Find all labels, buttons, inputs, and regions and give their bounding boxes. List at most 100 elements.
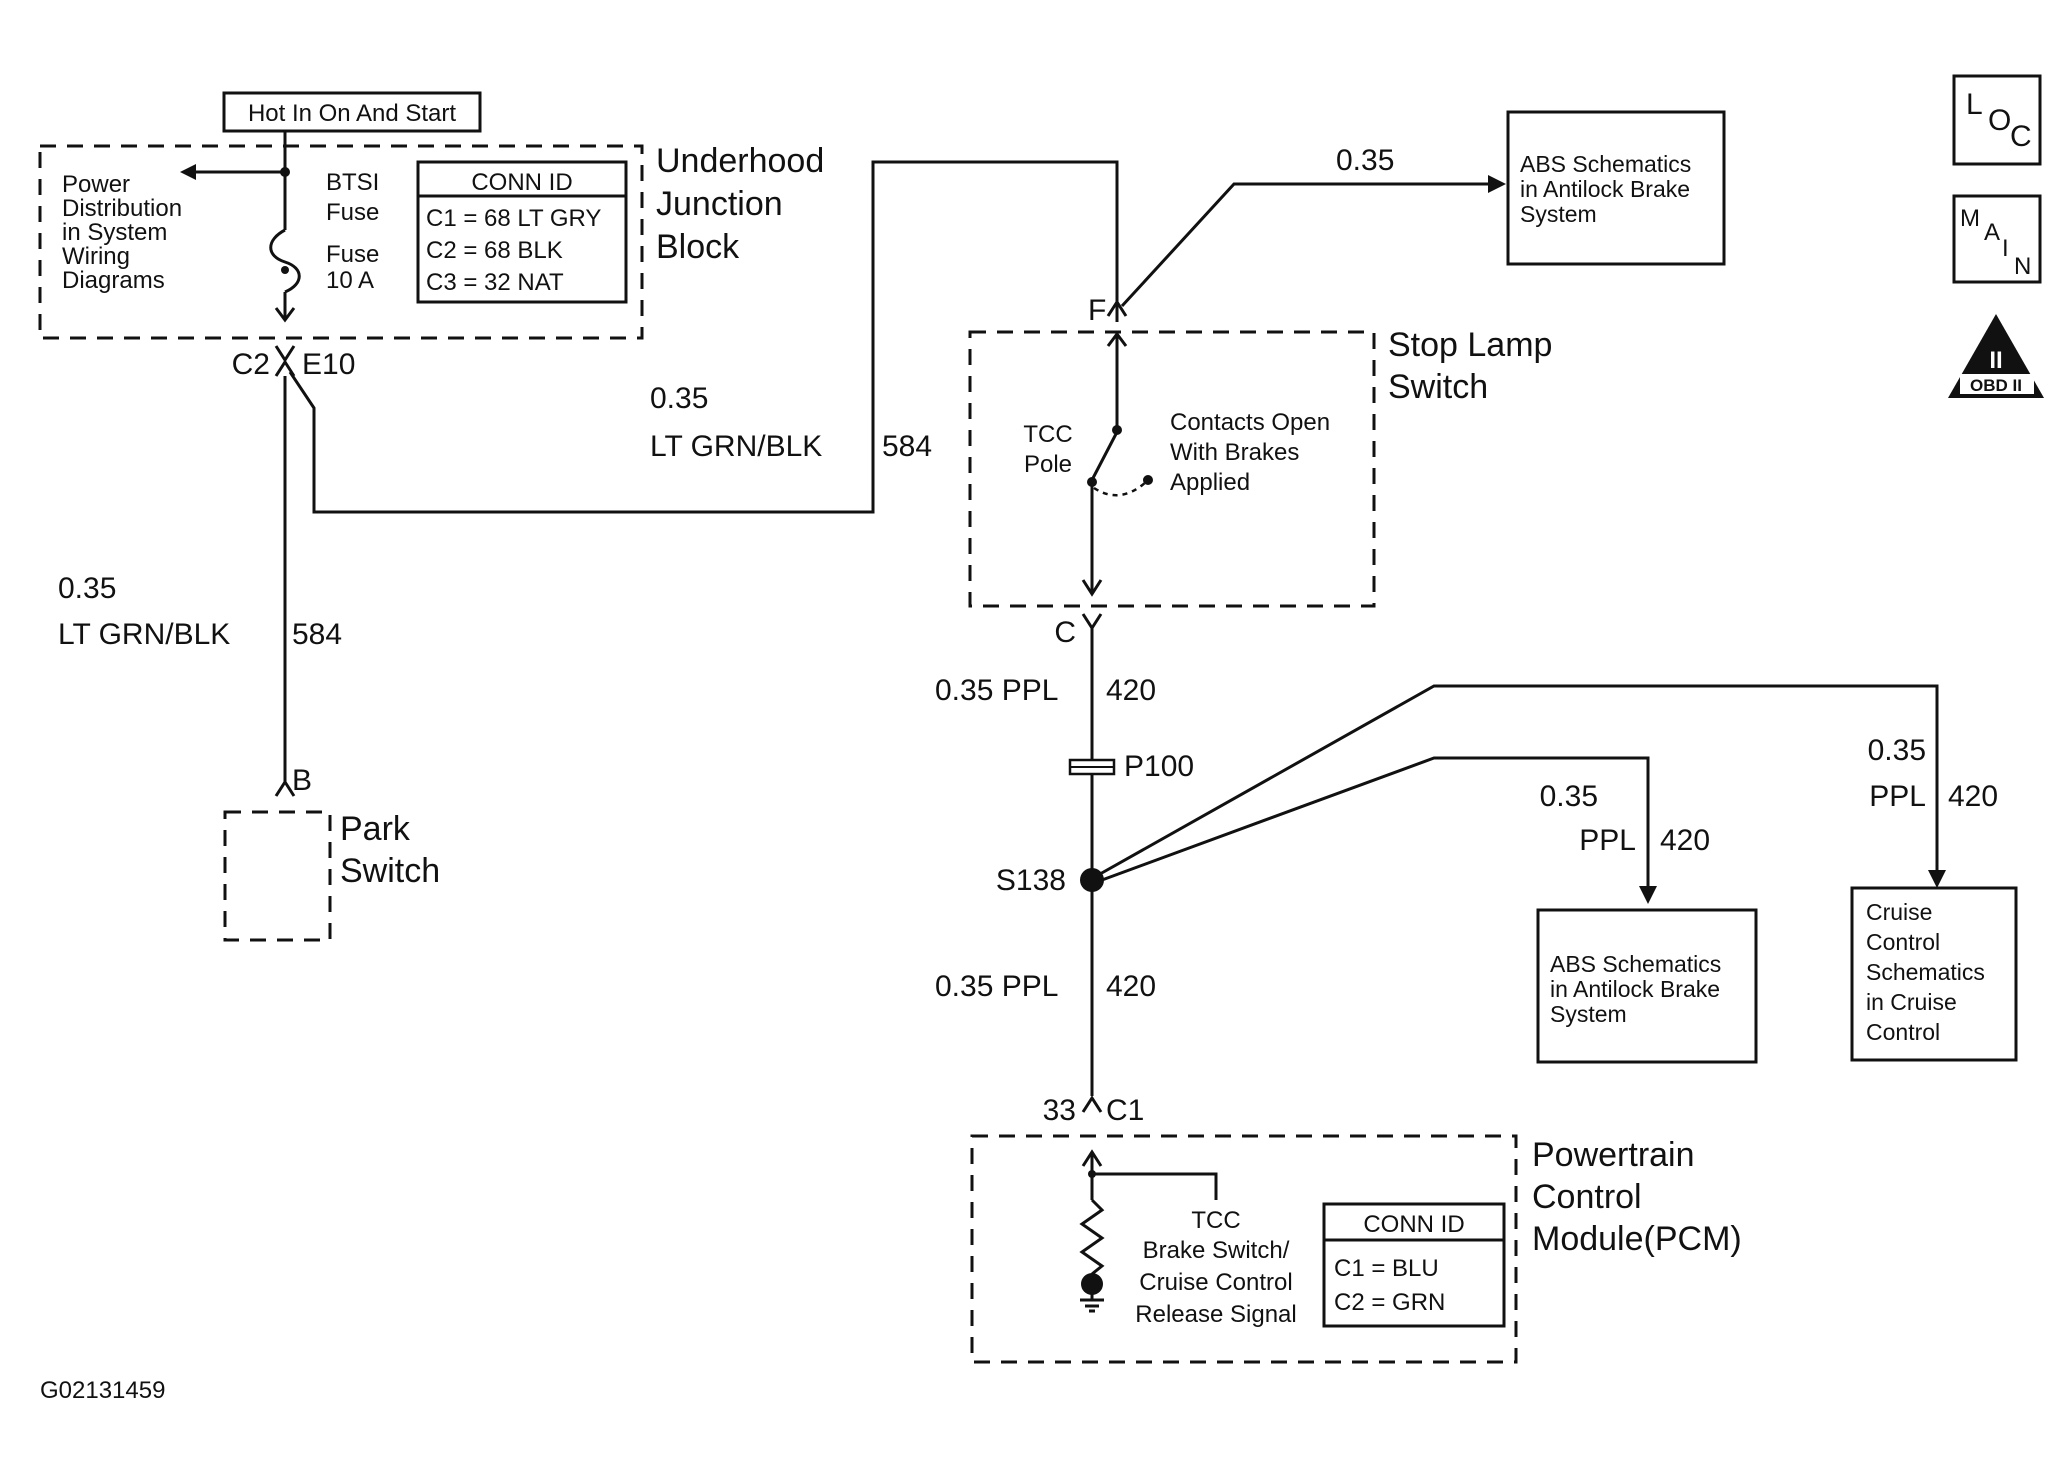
underhood-conn-row-1: C1 = 68 LT GRY — [426, 205, 601, 232]
s138-label: S138 — [996, 864, 1066, 897]
stop-lamp-name-2: Switch — [1388, 368, 1488, 406]
wire-c-p100-label: 0.35 PPL — [935, 674, 1058, 707]
main-icon[interactable]: M A I N — [1952, 194, 2042, 284]
wire-s138-pcm-label: 0.35 PPL — [935, 970, 1058, 1003]
cruise-circuit: 420 — [1948, 780, 1998, 813]
wire-to-abs-top — [1120, 182, 1492, 308]
pcm-resistor — [1079, 1198, 1105, 1276]
abs-lower-gauge: 0.35 — [1540, 780, 1598, 813]
cruise-control-box — [1850, 886, 2018, 1062]
power-distribution-text-4: Wiring — [62, 243, 130, 270]
cruise-text-1: Cruise — [1866, 899, 1932, 925]
power-source-label: Hot In On And Start — [248, 100, 456, 127]
stop-lamp-name-1: Stop Lamp — [1388, 326, 1552, 364]
svg-text:O: O — [1988, 104, 2011, 137]
cruise-color: PPL — [1869, 780, 1926, 813]
pcm-name-3: Module(PCM) — [1532, 1220, 1742, 1258]
wire-to-cruise — [1099, 684, 1939, 876]
underhood-connector: C2 — [232, 348, 270, 381]
stop-lamp-pin-top: F — [1088, 294, 1106, 327]
contacts-label-1: Contacts Open — [1170, 409, 1330, 436]
wire-left-gauge: 0.35 — [58, 572, 116, 605]
underhood-conn-row-2: C2 = 68 BLK — [426, 237, 563, 264]
wire-left-color: LT GRN/BLK — [58, 618, 230, 651]
abs-lower-box — [1536, 908, 1758, 1064]
p100-label: P100 — [1124, 750, 1194, 783]
underhood-conn-id-title: CONN ID — [471, 169, 572, 196]
park-switch-name-2: Switch — [340, 852, 440, 890]
pcm-signal-leader — [1092, 1172, 1218, 1200]
pcm-connector: C1 — [1106, 1094, 1144, 1127]
pcm-signal-label-2: Brake Switch/ — [1143, 1237, 1290, 1264]
underhood-block-name-2: Junction — [656, 185, 783, 223]
tcc-pole-label-1: TCC — [1023, 421, 1072, 448]
power-distribution-arrow — [180, 164, 196, 180]
s138-splice — [1080, 868, 1104, 892]
wire-left-circuit: 584 — [292, 618, 342, 651]
power-distribution-text-2: Distribution — [62, 195, 182, 222]
obd-ii-icon[interactable]: II OBD II — [1948, 314, 2044, 398]
pcm-conn-id-table — [1322, 1202, 1506, 1328]
switch-blade — [1090, 431, 1119, 481]
cruise-text-5: Control — [1866, 1019, 1940, 1045]
pcm-signal-label-3: Cruise Control — [1139, 1269, 1292, 1296]
cruise-text-3: Schematics — [1866, 959, 1985, 985]
underhood-junction-block-outline — [38, 144, 644, 340]
svg-text:I: I — [2002, 235, 2009, 262]
abs-lower-text-2: in Antilock Brake — [1550, 976, 1720, 1002]
power-distribution-text-3: in System — [62, 219, 167, 246]
switch-actuator-dotted — [1093, 481, 1147, 497]
contacts-label-3: Applied — [1170, 469, 1250, 496]
c2-e10-connector-symbol — [274, 345, 296, 363]
abs-lower-circuit: 420 — [1660, 824, 1710, 857]
pcm-connector-symbol — [1081, 1095, 1103, 1113]
pcm-ground-node — [1081, 1273, 1103, 1295]
cruise-text-4: in Cruise — [1866, 989, 1957, 1015]
switch-pivot — [1087, 477, 1097, 487]
pcm-name-1: Powertrain — [1532, 1136, 1695, 1174]
fuse-name: BTSI — [326, 169, 379, 196]
stop-lamp-pin-bottom: C — [1054, 616, 1076, 649]
tcc-pole-label-2: Pole — [1024, 451, 1072, 478]
figure-id: G02131459 — [40, 1377, 165, 1404]
abs-top-gauge: 0.35 — [1336, 144, 1394, 177]
svg-text:L: L — [1966, 88, 1983, 121]
c-connector-symbol — [1081, 613, 1103, 631]
pcm-conn-row-1: C1 = BLU — [1334, 1255, 1439, 1282]
abs-lower-arrow — [1639, 886, 1657, 904]
svg-text:A: A — [1984, 219, 2000, 246]
loc-icon[interactable]: L O C — [1952, 74, 2042, 166]
park-switch-pin: B — [292, 764, 312, 797]
underhood-block-name-3: Block — [656, 228, 740, 266]
pcm-signal-label-4: Release Signal — [1135, 1301, 1296, 1328]
underhood-conn-id-table — [416, 160, 628, 304]
pcm-signal-label-1: TCC — [1191, 1207, 1240, 1234]
svg-text:OBD II: OBD II — [1970, 376, 2022, 395]
pcm-name-2: Control — [1532, 1178, 1642, 1216]
abs-top-text-1: ABS Schematics — [1520, 151, 1691, 177]
cruise-gauge: 0.35 — [1868, 734, 1926, 767]
switch-contact-top — [1112, 425, 1122, 435]
park-switch-outline — [223, 810, 332, 942]
abs-lower-color: PPL — [1579, 824, 1636, 857]
f-connector-symbol — [1106, 299, 1128, 317]
wire-upper-gauge: 0.35 — [650, 382, 708, 415]
abs-top-text-2: in Antilock Brake — [1520, 176, 1690, 202]
underhood-conn-row-3: C3 = 32 NAT — [426, 269, 564, 296]
fuse-rating: 10 A — [326, 267, 374, 294]
abs-lower-text-3: System — [1550, 1001, 1627, 1027]
contacts-label-2: With Brakes — [1170, 439, 1299, 466]
power-distribution-text-5: Diagrams — [62, 267, 165, 294]
abs-top-box — [1506, 110, 1726, 266]
fuse-word-1: Fuse — [326, 199, 379, 226]
park-switch-pin-symbol — [274, 779, 296, 797]
fuse-word-2: Fuse — [326, 241, 379, 268]
fuse-symbol — [269, 228, 301, 294]
abs-lower-text-1: ABS Schematics — [1550, 951, 1721, 977]
p100-pass-through — [1068, 758, 1116, 776]
abs-top-arrow — [1488, 175, 1506, 193]
cruise-arrow — [1928, 870, 1946, 888]
park-switch-name-1: Park — [340, 810, 411, 848]
pcm-outline — [970, 1134, 1518, 1364]
svg-text:N: N — [2014, 253, 2031, 280]
